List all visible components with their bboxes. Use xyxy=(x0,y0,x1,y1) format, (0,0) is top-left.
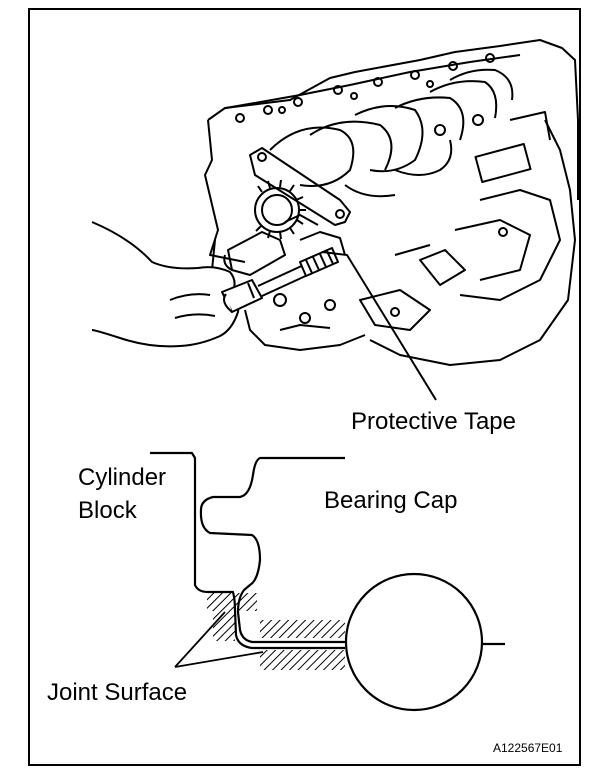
cylinder-block-label-line1: Cylinder xyxy=(78,464,167,491)
cylinder-block-label-line2: Block xyxy=(78,497,137,524)
joint-surface-label: Joint Surface xyxy=(47,679,188,706)
protective-tape-leader xyxy=(321,251,437,401)
protective-tape-label: Protective Tape xyxy=(351,408,516,435)
figure-frame xyxy=(28,8,581,766)
joint-hatching xyxy=(207,593,345,670)
figure-id-label: A122567E01 xyxy=(493,741,563,755)
bearing-cap-label: Bearing Cap xyxy=(324,487,458,514)
hand-with-screwdriver xyxy=(91,221,339,348)
cylinder-block-drawing xyxy=(204,39,579,366)
joint-surface-leaders xyxy=(174,611,264,668)
